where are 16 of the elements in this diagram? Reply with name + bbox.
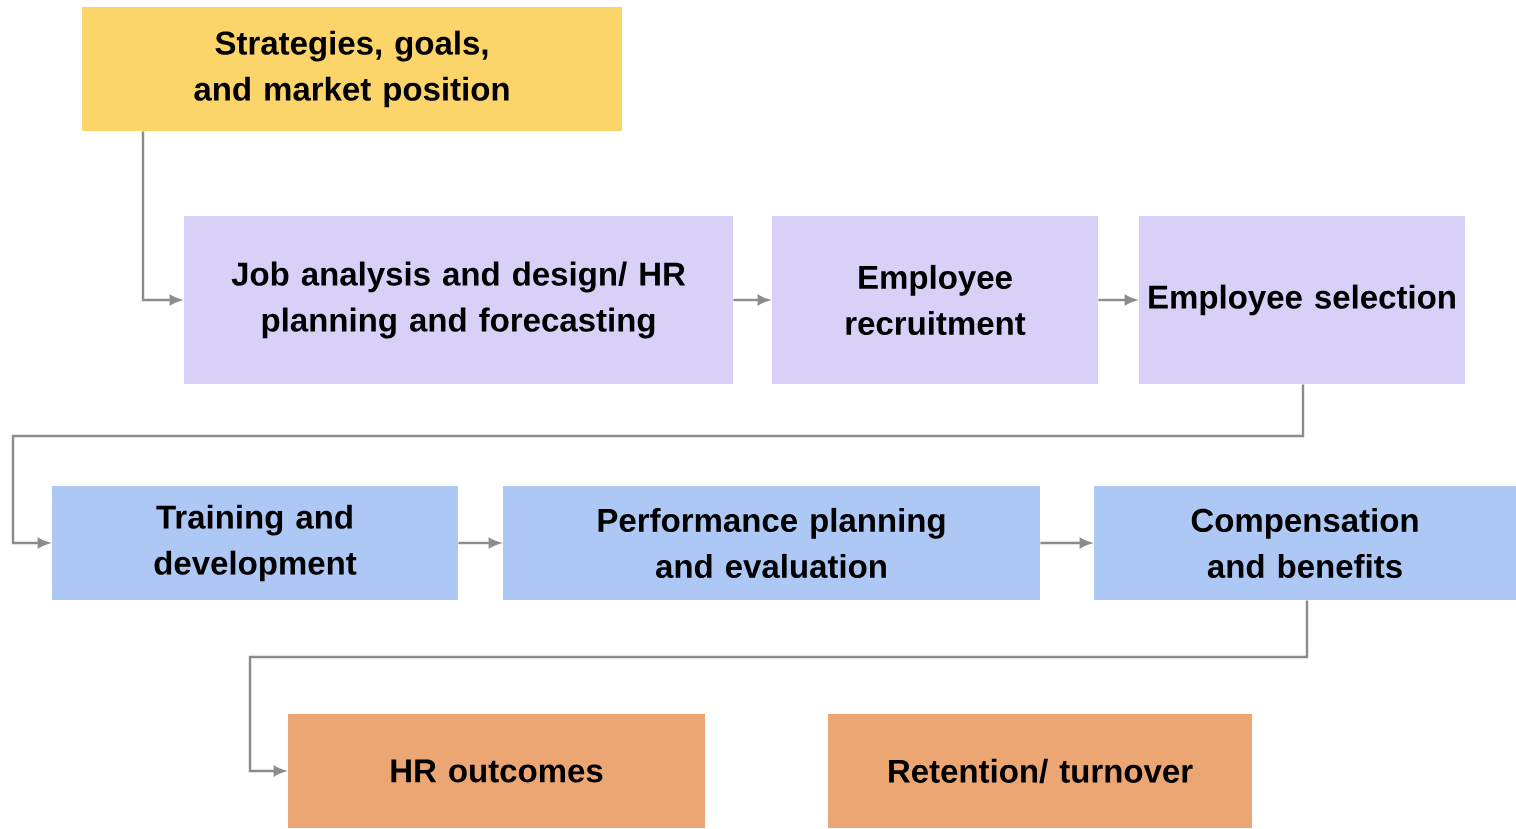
process-box: Employee recruitment (772, 216, 1098, 384)
process-box: Retention/ turnover (828, 714, 1252, 828)
process-box: Compensation and benefits (1094, 486, 1516, 600)
process-box: Training and development (52, 486, 458, 600)
arrow (1040, 538, 1091, 548)
arrow (11, 384, 1305, 548)
arrow (1098, 295, 1136, 305)
arrow (733, 295, 769, 305)
process-box: Performance planning and evaluation (503, 486, 1040, 600)
arrow (248, 600, 1309, 776)
process-box: HR outcomes (288, 714, 705, 828)
process-box: Employee selection (1139, 216, 1465, 384)
arrow (458, 538, 500, 548)
process-box: Strategies, goals, and market position (82, 7, 622, 131)
arrow (141, 131, 181, 305)
process-box: Job analysis and design/ HR planning and forecasting (184, 216, 733, 384)
